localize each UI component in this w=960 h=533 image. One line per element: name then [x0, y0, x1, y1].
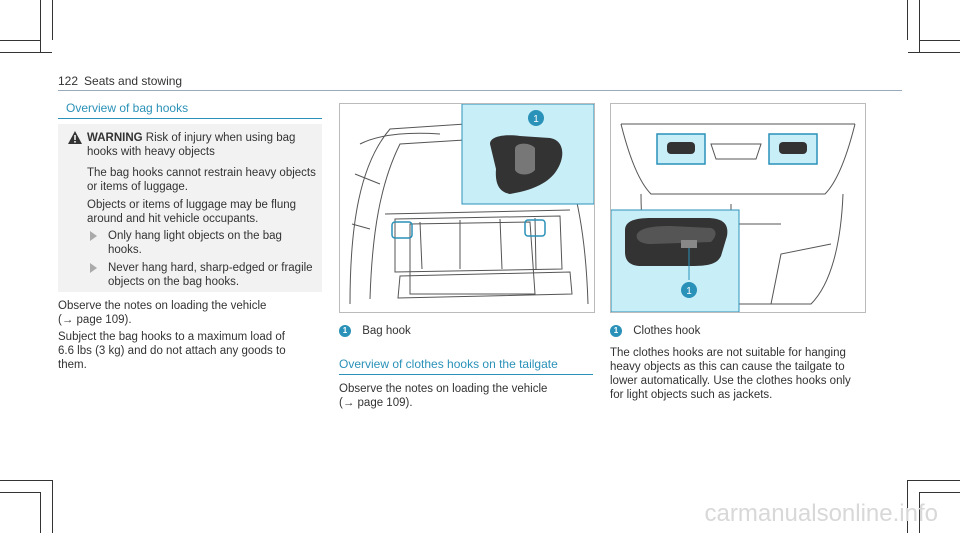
callout-badge: 1	[610, 325, 622, 337]
warning-bullet-2b: objects on the bag hooks.	[108, 276, 240, 288]
warning-paragraph-2a: Objects or items of luggage may be flung	[87, 199, 297, 211]
crop-mark	[0, 492, 40, 493]
crop-mark	[920, 40, 960, 41]
page-header: 122 Seats and stowing	[58, 74, 182, 88]
tailgate-illustration: 1	[611, 123, 856, 312]
crop-mark	[40, 0, 41, 52]
section-title-clothes-hooks: Overview of clothes hooks on the tailgat…	[339, 357, 558, 371]
crop-mark	[0, 480, 52, 481]
section-name: Seats and stowing	[84, 74, 183, 88]
header-rule	[58, 90, 902, 91]
crop-mark	[52, 480, 53, 533]
callout-number: 1	[533, 114, 539, 125]
caption-text: Bag hook	[362, 325, 411, 338]
warning-bullet-2a: Never hang hard, sharp-edged or fragile	[108, 262, 313, 274]
observe-text-2a: Observe the notes on loading the vehicle	[339, 383, 548, 395]
crop-mark	[908, 480, 960, 481]
warning-paragraph-2b: around and hit vehicle occupants.	[87, 213, 259, 225]
section-rule	[339, 374, 593, 375]
section-title-bag-hooks: Overview of bag hooks	[66, 101, 189, 115]
crop-mark	[920, 492, 960, 493]
crop-mark	[907, 0, 908, 40]
arrow-bullet-icon	[90, 263, 97, 273]
warning-label: WARNING	[87, 132, 143, 144]
crop-mark	[0, 52, 52, 53]
clothes-hook-text-3: lower automatically. Use the clothes hoo…	[610, 375, 851, 387]
warning-box	[58, 124, 322, 292]
figure-caption-bag-hook: 1 Bag hook	[339, 325, 411, 337]
watermark: carmanualsonline.info	[704, 500, 938, 527]
car-rear-illustration: 1	[349, 104, 594, 305]
crop-mark	[919, 492, 920, 533]
warning-paragraph-1b: or items of luggage.	[87, 181, 189, 193]
callout-number: 1	[686, 286, 692, 297]
figure-caption-clothes-hook: 1 Clothes hook	[610, 325, 700, 337]
arrow-bullet-icon	[90, 231, 97, 241]
page-reference-link[interactable]: (→ page 109).	[339, 397, 413, 409]
warning-paragraph-1a: The bag hooks cannot restrain heavy obje…	[87, 167, 316, 179]
warning-bullet-1b: hooks.	[108, 244, 142, 256]
clothes-hook-figure: 1	[610, 103, 866, 313]
crop-mark	[52, 0, 53, 40]
clothes-hook-text-2: heavy objects as this can cause the tail…	[610, 361, 845, 373]
caption-text: Clothes hook	[633, 325, 701, 338]
subject-text-2: 6.6 lbs (3 kg) and do not attach any goo…	[58, 345, 286, 357]
warning-triangle-icon	[68, 131, 82, 144]
observe-text-1: Observe the notes on loading the vehicle	[58, 300, 267, 312]
subject-text-3: them.	[58, 359, 87, 371]
crop-mark	[907, 480, 908, 533]
subject-text-1: Subject the bag hooks to a maximum load …	[58, 331, 285, 343]
bag-hook-figure: 1	[339, 103, 595, 313]
warning-text-1: Risk of injury when using bag	[145, 132, 296, 144]
warning-bullet-1a: Only hang light objects on the bag	[108, 230, 282, 242]
crop-mark	[919, 0, 920, 52]
warning-heading: WARNING Risk of injury when using bag	[87, 131, 295, 145]
clothes-hook-text-4: for light objects such as jackets.	[610, 389, 773, 401]
callout-badge: 1	[339, 325, 351, 337]
clothes-hook-text-1: The clothes hooks are not suitable for h…	[610, 347, 846, 359]
crop-mark	[40, 492, 41, 533]
crop-mark	[0, 40, 40, 41]
crop-mark	[908, 52, 960, 53]
page-reference-link[interactable]: (→ page 109).	[58, 314, 132, 326]
section-rule	[58, 118, 322, 119]
page-number: 122	[58, 74, 79, 88]
warning-text-2: hooks with heavy objects	[87, 146, 215, 158]
